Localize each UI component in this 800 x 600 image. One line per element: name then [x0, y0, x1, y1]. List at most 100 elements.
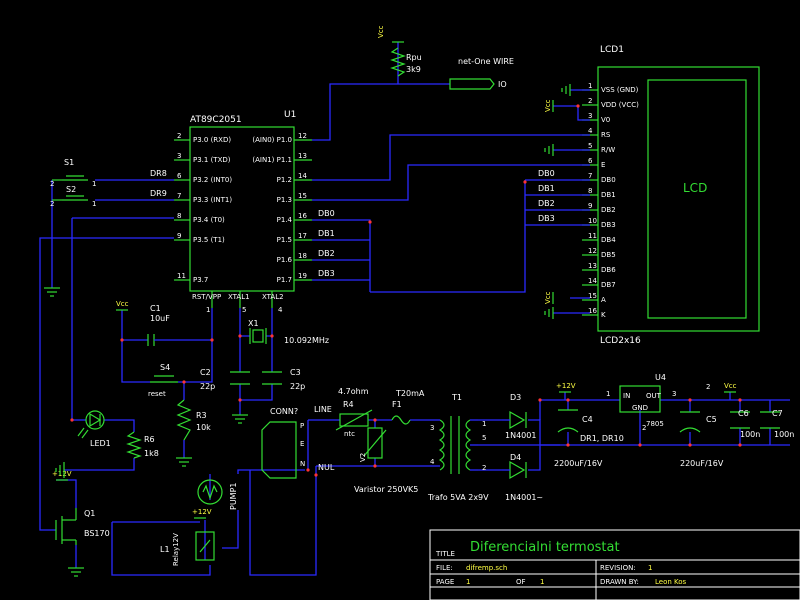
pump1-motor: PUMP1: [197, 479, 238, 510]
vcc-rpu-symbol: Vcc: [377, 25, 404, 43]
lcd-pin-name: DB7: [601, 281, 616, 289]
drawn-value: Leon Kos: [655, 578, 687, 586]
lcd-pin-name: V0: [601, 116, 610, 124]
wire-e: [312, 164, 590, 201]
svg-text:T1: T1: [451, 393, 462, 402]
c3-capacitor: C3 22p: [262, 368, 305, 391]
svg-text:Q1: Q1: [84, 509, 95, 518]
s4-reset-switch: S4 reset: [148, 363, 178, 398]
u1-pin-number: 3: [177, 152, 181, 160]
svg-text:100n: 100n: [774, 430, 794, 439]
lcd-pin-number: 16: [588, 307, 597, 315]
u1-pin-number: 9: [177, 232, 181, 240]
net-db1-lcd: DB1: [538, 184, 555, 193]
svg-text:2: 2: [706, 383, 710, 391]
io-port-symbol: [449, 78, 495, 90]
svg-text:2: 2: [50, 180, 54, 188]
junction: [566, 443, 570, 447]
junction: [182, 380, 186, 384]
svg-text:LED1: LED1: [90, 439, 111, 448]
lcd-pin-number: 8: [588, 187, 592, 195]
wire-s4-right: [178, 340, 213, 383]
u1-pin-number: 6: [177, 172, 182, 180]
u1-pin-number: 2: [177, 132, 181, 140]
u1-pin-name: P3.5 (T1): [193, 236, 225, 244]
u1-pin-number: 18: [298, 252, 307, 260]
svg-text:1: 1: [92, 180, 96, 188]
junction: [566, 398, 570, 402]
d4-diode: D4 1N4001~: [502, 453, 543, 502]
svg-text:3: 3: [430, 424, 434, 432]
net-io: IO: [498, 80, 507, 89]
svg-text:1: 1: [482, 420, 486, 428]
junction: [576, 104, 580, 108]
u1-pin-name: P1.4: [277, 216, 293, 224]
u1-pin-name: (AIN0) P1.0: [252, 136, 292, 144]
junction: [688, 443, 692, 447]
lcd-pin-number: 9: [588, 202, 592, 210]
svg-text:R4: R4: [343, 400, 354, 409]
u1-pin-name: P1.7: [277, 276, 292, 284]
q1-mosfet: Q1 BS170: [55, 508, 110, 545]
u1-pin-number: 7: [177, 192, 181, 200]
u1-pin-name: P3.2 (INT0): [193, 176, 232, 184]
lcd-body: [597, 66, 760, 332]
u1-pin-name: P3.3 (INT1): [193, 196, 232, 204]
svg-text:S4: S4: [160, 363, 170, 372]
junction: [688, 398, 692, 402]
svg-text:1N4001: 1N4001: [505, 431, 536, 440]
u1-pin-name: P1.3: [277, 196, 292, 204]
wire-pump-top: [237, 469, 305, 474]
junction: [368, 220, 372, 224]
s1-switch: S1 2 1: [50, 158, 96, 188]
svg-text:F1: F1: [392, 400, 402, 409]
junction: [538, 398, 542, 402]
lcd-display-window: [647, 79, 747, 319]
lcd-pin-name: R/W: [601, 146, 615, 154]
junction: [738, 398, 742, 402]
file-label: FILE:: [436, 564, 453, 572]
net-dr8: DR8: [150, 169, 167, 178]
ground-icon: [176, 457, 192, 467]
lcd-pin-number: 4: [588, 127, 593, 135]
svg-text:P: P: [300, 422, 304, 430]
svg-text:R6: R6: [144, 435, 155, 444]
lcd-pin-number: 14: [588, 277, 597, 285]
net-db2-u1: DB2: [318, 249, 335, 258]
svg-text:+12V: +12V: [192, 508, 212, 516]
lcd-pin-number: 12: [588, 247, 597, 255]
svg-text:U4: U4: [655, 373, 666, 382]
lcd-pin-number: 7: [588, 172, 592, 180]
u1-ref: U1: [284, 110, 296, 120]
junction: [738, 443, 742, 447]
lcd-pin-name: DB1: [601, 191, 616, 199]
vcc-reset-symbol: Vcc: [116, 300, 129, 311]
svg-text:C6: C6: [738, 409, 749, 418]
svg-text:2: 2: [482, 464, 486, 472]
svg-text:C1: C1: [150, 304, 161, 313]
svg-text:7805: 7805: [646, 420, 664, 428]
u1-right-pins: 12(AIN0) P1.013(AIN1) P1.114P1.215P1.316…: [252, 132, 312, 284]
svg-text:D3: D3: [510, 393, 521, 402]
lcd-pin-number: 10: [588, 217, 597, 225]
wire-caps-gnd: [239, 384, 273, 401]
svg-text:IN: IN: [623, 392, 630, 400]
wire-p35-q1: [39, 237, 174, 531]
u1-pin-name: P1.5: [277, 236, 292, 244]
u1-xtal1-label: XTAL1: [228, 293, 250, 301]
lcd-pin-number: 11: [588, 232, 597, 240]
net-db1-u1: DB1: [318, 229, 335, 238]
wire-q1-12v: [56, 479, 77, 508]
svg-text:T20mA: T20mA: [395, 389, 425, 398]
ground-icon: [544, 307, 554, 319]
u1-pin-number: 8: [177, 212, 181, 220]
title-label: TITLE: [435, 550, 455, 558]
svg-text:4: 4: [430, 458, 435, 466]
svg-text:4.7ohm: 4.7ohm: [338, 387, 369, 396]
ground-icon: [561, 84, 571, 96]
u4-regulator: IN OUT GND U4 7805 1 3 2 2: [606, 373, 710, 432]
page-value: 1: [466, 578, 470, 586]
